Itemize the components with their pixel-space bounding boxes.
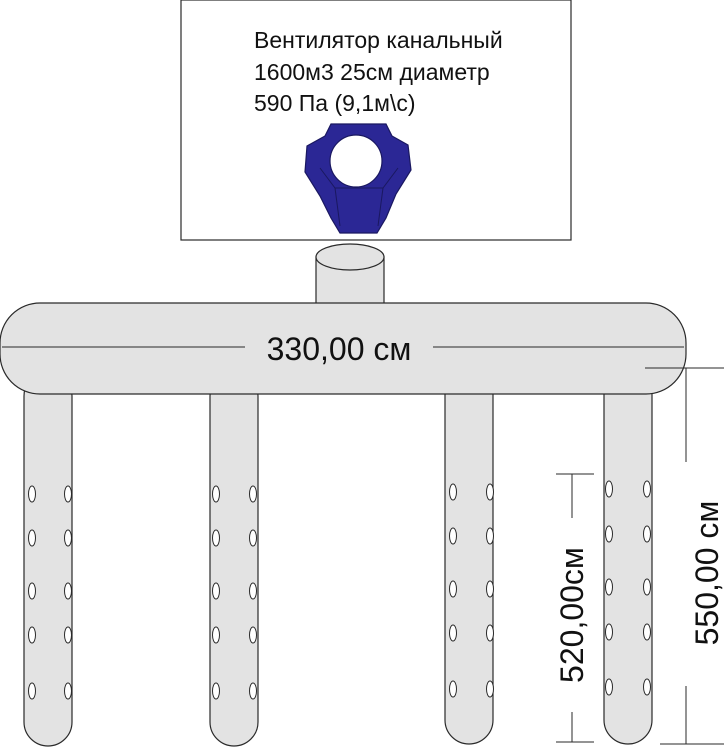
- fan-housing-contour: [319, 167, 399, 227]
- manifold: 330,00 см: [0, 302, 687, 395]
- pipe-hole: [605, 623, 613, 641]
- fan-icon: [304, 123, 412, 234]
- pipe-hole: [28, 682, 36, 700]
- fan-label-box: Вентилятор канальный 1600м3 25см диаметр…: [180, 0, 572, 241]
- pipe-hole: [605, 678, 613, 696]
- pipe-hole: [28, 529, 36, 547]
- pipe-hole: [643, 623, 651, 641]
- pipe-hole: [643, 678, 651, 696]
- pipe-hole: [449, 527, 457, 545]
- connection-duct: [315, 243, 385, 314]
- pipe-hole: [449, 680, 457, 698]
- pipe-hole: [449, 624, 457, 642]
- manifold-body: [0, 302, 687, 395]
- pipe-hole: [212, 529, 220, 547]
- pipe-hole: [486, 624, 494, 642]
- pipe-hole: [64, 529, 72, 547]
- inner-pipe-dimension: 520,00см: [554, 473, 594, 743]
- pipe-hole: [249, 529, 257, 547]
- fan-opening: [329, 134, 383, 188]
- pipe-hole: [212, 682, 220, 700]
- pipe-hole: [212, 485, 220, 503]
- pipe-hole: [249, 582, 257, 600]
- pipe-hole: [449, 580, 457, 598]
- pipe-hole: [605, 480, 613, 498]
- pipe-hole: [605, 578, 613, 596]
- pipe-hole: [28, 485, 36, 503]
- pipe-hole: [64, 682, 72, 700]
- pipe-hole: [643, 525, 651, 543]
- pipe-hole: [212, 582, 220, 600]
- pipe-hole: [249, 626, 257, 644]
- duct-top: [315, 243, 385, 271]
- pipe-hole: [64, 582, 72, 600]
- pipe-hole: [605, 525, 613, 543]
- pipe-hole: [28, 626, 36, 644]
- pipe-hole: [643, 480, 651, 498]
- fan-label-line2: 1600м3 25см диаметр: [254, 59, 490, 85]
- inner-pipe-length-label: 520,00см: [554, 547, 590, 683]
- pipe-hole: [486, 580, 494, 598]
- pipe-hole: [486, 680, 494, 698]
- pipe-hole: [486, 483, 494, 501]
- pipe-hole: [28, 582, 36, 600]
- pipe-hole: [486, 527, 494, 545]
- outer-pipe-length-label: 550,00 см: [689, 501, 724, 646]
- pipe-hole: [249, 485, 257, 503]
- pipe-hole: [449, 483, 457, 501]
- fan-label-line3: 590 Па (9,1м\с): [254, 90, 415, 116]
- manifold-length-label: 330,00 см: [267, 331, 412, 367]
- outer-pipe-dimension: 550,00 см: [645, 367, 724, 745]
- pipe-hole: [64, 485, 72, 503]
- fan-label-line1: Вентилятор канальный: [254, 27, 503, 53]
- pipe-hole: [643, 578, 651, 596]
- pipe-hole: [212, 626, 220, 644]
- pipe-holes: [28, 480, 651, 700]
- pipe-hole: [249, 682, 257, 700]
- pipe-hole: [64, 626, 72, 644]
